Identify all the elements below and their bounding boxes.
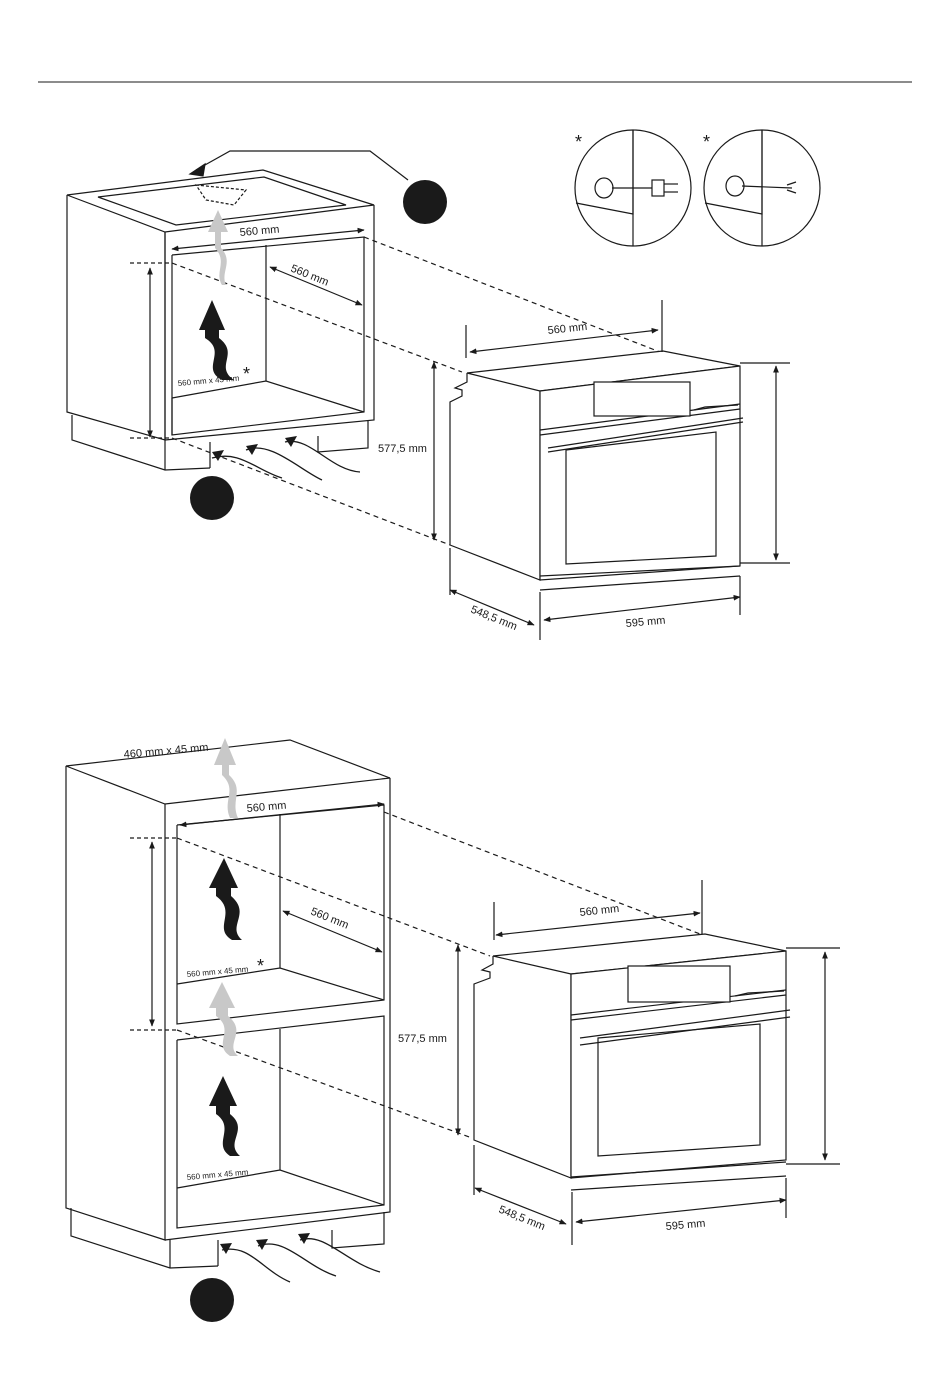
bottom-oven	[474, 934, 790, 1190]
dim-oven-front-bottom: 595 mm	[665, 1218, 706, 1233]
callout-circle-mid	[190, 476, 234, 520]
callout-circle-top	[403, 180, 447, 224]
airflow-arrow-icon	[199, 300, 234, 380]
top-installation-diagram	[67, 151, 790, 640]
top-oven	[450, 351, 743, 590]
asterisk-plug-detail: *	[575, 132, 582, 152]
dim-cabinet-depth-bottom: 560 mm	[309, 906, 350, 932]
dim-cabinet-width-bottom: 560 mm	[246, 800, 287, 815]
dim-vent-opening-top: 560 mm x 45 mm	[177, 374, 240, 388]
dim-oven-width-bottom: 560 mm	[579, 903, 620, 919]
connection-details	[575, 130, 820, 246]
dim-oven-depth-bottom: 548,5 mm	[497, 1204, 547, 1233]
dim-oven-front-top: 595 mm	[625, 615, 666, 630]
dim-cabinet-width-top: 560 mm	[239, 224, 280, 239]
dim-cabinet-depth-top: 560 mm	[289, 263, 330, 289]
power-plug-icon	[652, 180, 664, 196]
callout-arrowhead	[190, 164, 205, 176]
callout-circle-bottom	[190, 1278, 234, 1322]
dim-oven-height-top: 577,5 mm	[378, 443, 427, 455]
asterisk-bottom-cabinet: *	[257, 956, 264, 976]
asterisk-cable-detail: *	[703, 132, 710, 152]
airflow-arrow-icon	[209, 1076, 240, 1156]
airflow-arrow-icon	[209, 858, 242, 940]
bottom-installation-diagram	[66, 740, 840, 1268]
airflow-arrow-icon	[209, 982, 238, 1056]
dim-vent-lower-bottom: 560 mm x 45 mm	[186, 1168, 249, 1182]
dim-oven-width-top: 560 mm	[547, 321, 588, 337]
dim-oven-height-bottom: 577,5 mm	[398, 1033, 447, 1045]
dim-vent-upper-bottom: 560 mm x 45 mm	[186, 965, 249, 979]
asterisk-top-cabinet: *	[243, 364, 250, 384]
